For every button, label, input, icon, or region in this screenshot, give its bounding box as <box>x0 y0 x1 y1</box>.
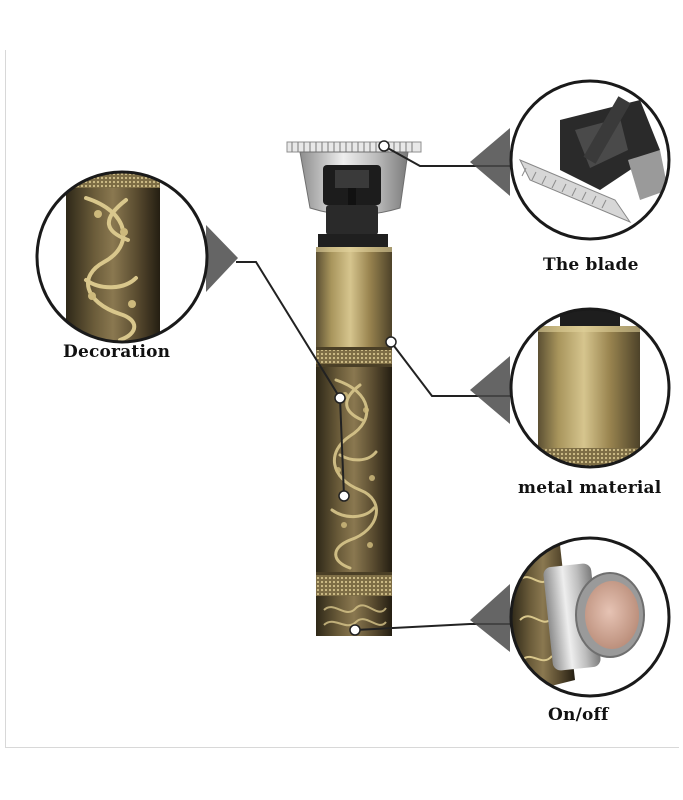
metal-zoom <box>509 307 671 469</box>
decoration-label: Decoration <box>63 342 171 362</box>
decoration-zoom <box>35 170 209 344</box>
trimmer-body <box>286 141 422 636</box>
image-frame <box>5 50 679 748</box>
on-off-label: On/off <box>548 705 609 725</box>
metal-material-label: metal material <box>518 478 662 498</box>
callout-wedges <box>206 128 510 652</box>
switch-zoom <box>509 536 671 698</box>
callout-dots <box>334 140 397 636</box>
blade-zoom <box>509 79 671 241</box>
blade-label: The blade <box>543 255 639 275</box>
